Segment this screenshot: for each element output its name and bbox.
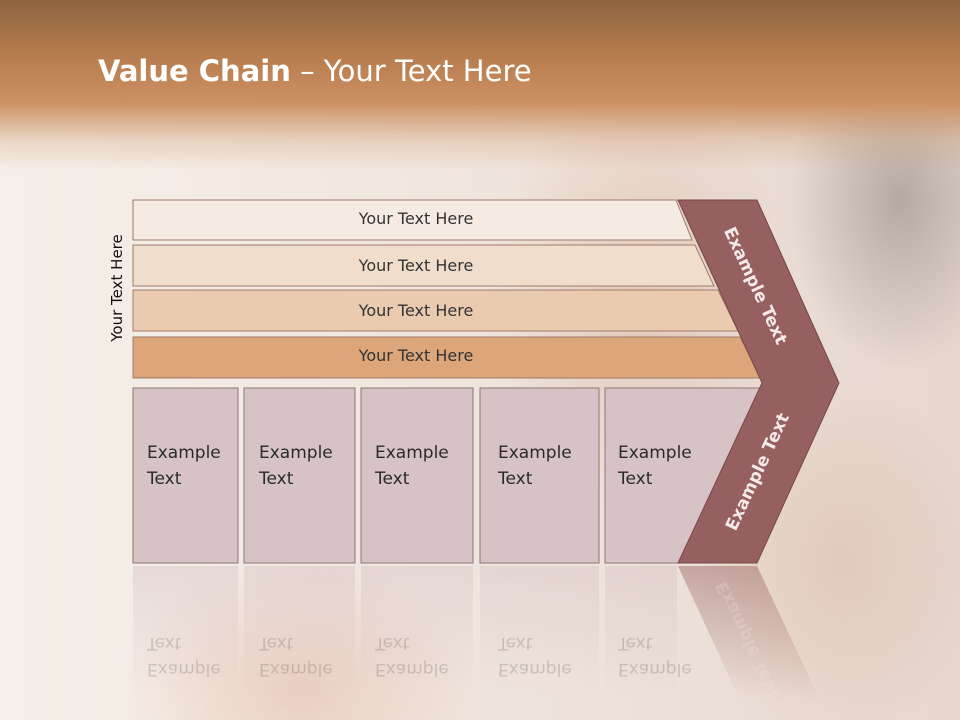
support-bar-3-label: Your Text Here <box>358 301 474 320</box>
reflection-text-3-line2: Text <box>375 633 410 653</box>
reflection-text-2: Example Text <box>259 630 333 682</box>
primary-box-2-line2: Text <box>259 469 294 489</box>
primary-box-4-line2: Text <box>498 469 533 489</box>
reflection-text-1-line2: Text <box>147 633 182 653</box>
reflection-chevron <box>678 566 820 700</box>
support-bar-2 <box>132 244 715 287</box>
reflection-text-2-line1: Example <box>259 659 333 679</box>
reflection-text-1-line1: Example <box>147 659 221 679</box>
reflection-text-2-line2: Text <box>259 633 294 653</box>
slide-title-bold: Value Chain <box>98 54 291 88</box>
primary-box-1-line1: Example <box>147 443 221 463</box>
margin-chevron <box>677 199 840 564</box>
title-band <box>0 0 960 170</box>
reflection-box-1 <box>133 566 238 696</box>
primary-box-1-line2: Text <box>147 469 182 489</box>
reflection-text-5: Example Text <box>618 630 692 682</box>
support-bar-1 <box>132 199 693 241</box>
primary-box-2 <box>243 387 356 564</box>
reflection-text-3-line1: Example <box>375 659 449 679</box>
primary-box-4 <box>479 387 600 564</box>
primary-box-3-line1: Example <box>375 443 449 463</box>
primary-box-1 <box>132 387 239 564</box>
reflection-box-5 <box>605 566 677 696</box>
primary-box-3 <box>360 387 474 564</box>
reflection-text-3: Example Text <box>375 630 449 682</box>
support-bar-4-label: Your Text Here <box>358 346 474 365</box>
reflection-text-4: Example Text <box>498 630 572 682</box>
reflection-box-4 <box>480 566 599 696</box>
primary-box-2-line1: Example <box>259 443 333 463</box>
primary-box-5-line1: Example <box>618 443 692 463</box>
reflection-text-4-line1: Example <box>498 659 572 679</box>
slide-title: Value Chain – Your Text Here <box>98 54 532 88</box>
support-bar-2-label: Your Text Here <box>358 256 474 275</box>
primary-box-5-line2: Text <box>618 469 653 489</box>
slide-title-rest: – Your Text Here <box>290 54 532 88</box>
reflection-text-5-line2: Text <box>618 633 653 653</box>
reflection-text-1: Example Text <box>147 630 221 682</box>
support-bar-1-label: Your Text Here <box>358 209 474 228</box>
reflection-box-2 <box>244 566 355 696</box>
primary-box-3-line2: Text <box>375 469 410 489</box>
reflection-text-4-line2: Text <box>498 633 533 653</box>
primary-box-4-line1: Example <box>498 443 572 463</box>
reflection-box-3 <box>361 566 473 696</box>
reflection-text-5-line1: Example <box>618 659 692 679</box>
